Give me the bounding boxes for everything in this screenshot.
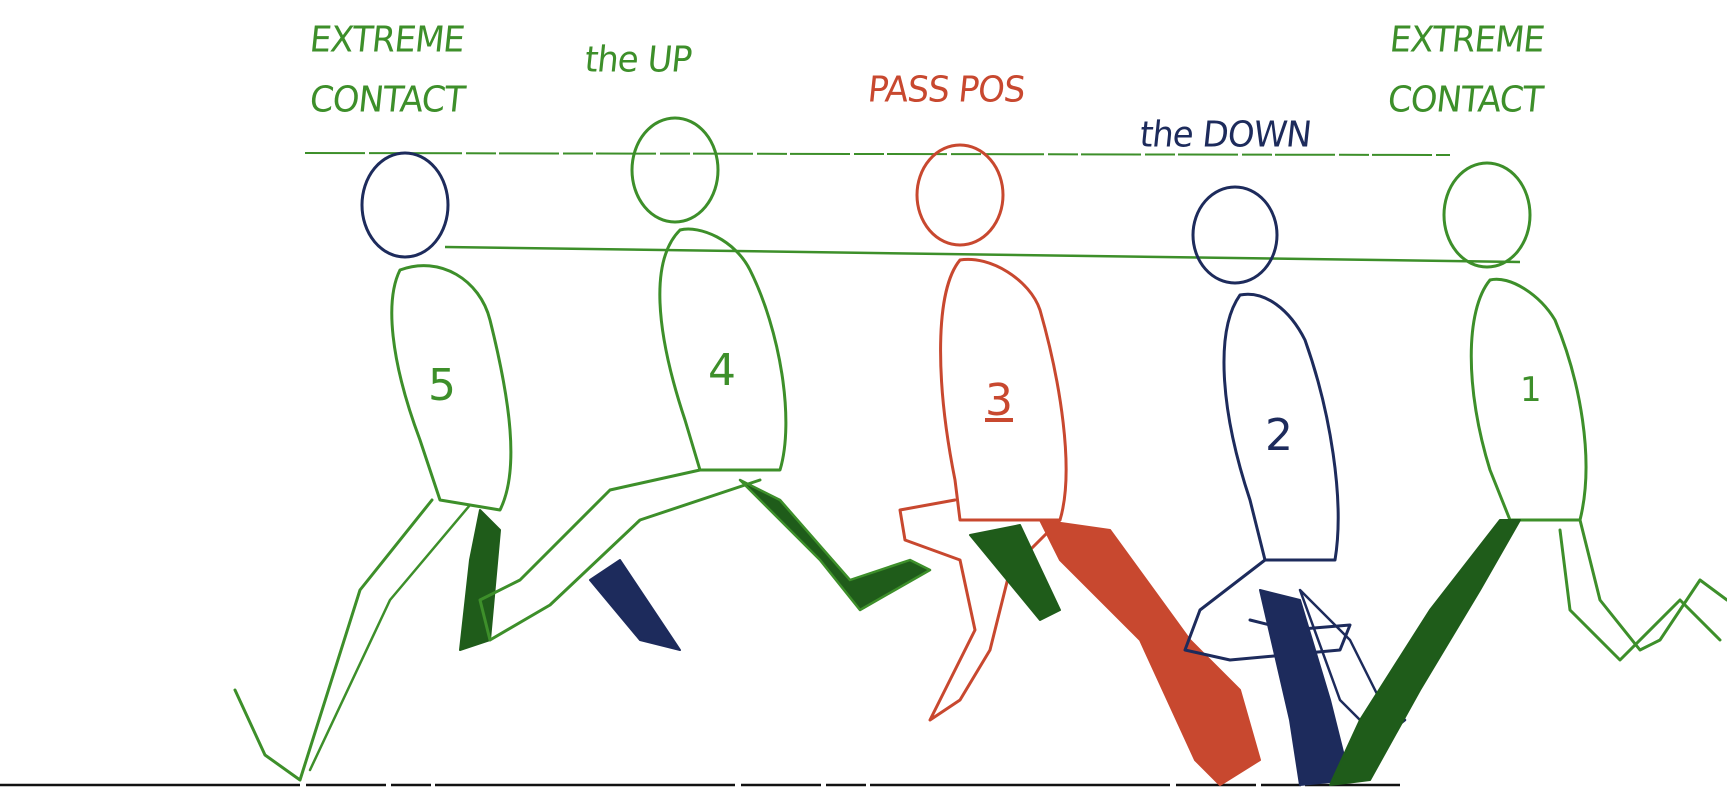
frame-number-3: 3 [985,375,1013,426]
label-the-down: the DOWN [1138,114,1313,156]
figure-3 [900,145,1260,785]
frame-number-4: 4 [708,345,736,396]
frame-number-5: 5 [428,360,456,411]
label-pass-pos: PASS POS [866,69,1027,111]
label-extreme-contact-left-line2: CONTACT [308,79,467,121]
label-extreme-contact-right-line1: EXTREME [1388,19,1546,61]
label-extreme-contact-right-line2: CONTACT [1386,79,1545,121]
figure-1 [1330,163,1727,785]
frame-number-1: 1 [1520,370,1542,410]
label-extreme-contact-left-line1: EXTREME [308,19,466,61]
label-the-up: the UP [583,39,693,81]
figure-4 [480,118,930,650]
frame-number-2: 2 [1265,410,1293,461]
